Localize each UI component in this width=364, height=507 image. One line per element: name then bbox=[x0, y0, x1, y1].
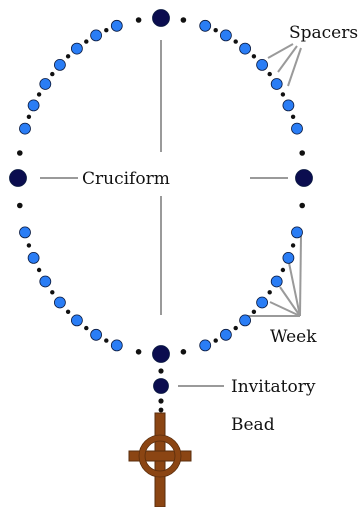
spacer-bead bbox=[291, 115, 295, 119]
week-bead bbox=[91, 329, 102, 340]
label-invitatory-bead: Bead bbox=[231, 415, 275, 435]
spacer-bead bbox=[234, 326, 238, 330]
week-bead bbox=[283, 252, 294, 263]
spacer-bead bbox=[299, 203, 305, 209]
spacer-bead bbox=[50, 72, 54, 76]
week-bead bbox=[292, 123, 303, 134]
spacer-bead bbox=[50, 290, 54, 294]
week-bead bbox=[111, 20, 122, 31]
cruciform-bead bbox=[296, 170, 313, 187]
spacer-bead bbox=[181, 17, 187, 23]
spacer-bead bbox=[181, 349, 187, 355]
cruciform-bead bbox=[153, 10, 170, 27]
spacer-bead bbox=[158, 398, 163, 403]
spacer-bead bbox=[66, 310, 70, 314]
spacer-bead bbox=[136, 349, 142, 355]
week-bead bbox=[71, 315, 82, 326]
week-bead bbox=[283, 100, 294, 111]
week-bead bbox=[200, 20, 211, 31]
week-bead bbox=[220, 30, 231, 41]
spacer-bead bbox=[291, 243, 295, 247]
week-bead bbox=[200, 340, 211, 351]
week-bead bbox=[257, 297, 268, 308]
week-bead bbox=[28, 100, 39, 111]
week-bead bbox=[71, 43, 82, 54]
spacer-bead bbox=[268, 72, 272, 76]
week-bead bbox=[20, 227, 31, 238]
spacer-bead bbox=[136, 17, 142, 23]
spacer-bead bbox=[27, 243, 31, 247]
leader-line-spacer-3 bbox=[288, 48, 301, 86]
week-bead bbox=[271, 79, 282, 90]
week-bead bbox=[28, 252, 39, 263]
spacer-bead bbox=[159, 408, 164, 413]
spacer-bead bbox=[268, 290, 272, 294]
label-spacers: Spacers bbox=[289, 23, 358, 43]
week-bead bbox=[257, 59, 268, 70]
spacer-bead bbox=[66, 54, 70, 58]
spacer-bead bbox=[37, 92, 41, 96]
spacer-bead bbox=[214, 338, 218, 342]
spacer-bead bbox=[234, 39, 238, 43]
week-bead bbox=[240, 43, 251, 54]
spacer-bead bbox=[84, 39, 88, 43]
spacer-bead bbox=[84, 326, 88, 330]
week-bead bbox=[111, 340, 122, 351]
invitatory-bead bbox=[154, 379, 169, 394]
week-bead bbox=[91, 30, 102, 41]
leader-lines bbox=[40, 40, 301, 386]
cruciform-bead bbox=[153, 346, 170, 363]
spacer-bead bbox=[27, 115, 31, 119]
week-bead bbox=[220, 329, 231, 340]
cross-beam bbox=[129, 451, 191, 461]
spacer-bead bbox=[281, 92, 285, 96]
week-bead bbox=[40, 79, 51, 90]
week-bead bbox=[40, 276, 51, 287]
spacer-bead bbox=[104, 28, 108, 32]
week-bead bbox=[20, 123, 31, 134]
spacer-bead bbox=[37, 268, 41, 272]
cruciform-bead bbox=[10, 170, 27, 187]
week-bead bbox=[54, 59, 65, 70]
spacer-bead bbox=[104, 338, 108, 342]
spacer-bead bbox=[17, 150, 23, 156]
spacer-bead bbox=[17, 203, 23, 209]
week-bead bbox=[240, 315, 251, 326]
spacer-bead bbox=[281, 268, 285, 272]
spacer-bead bbox=[252, 54, 256, 58]
spacer-bead bbox=[252, 310, 256, 314]
week-bead bbox=[292, 227, 303, 238]
spacer-bead bbox=[299, 150, 305, 156]
spacer-bead bbox=[158, 368, 163, 373]
label-invitatory: Invitatory bbox=[231, 377, 316, 397]
spacer-bead bbox=[214, 28, 218, 32]
label-cruciform: Cruciform bbox=[82, 169, 170, 189]
cross-icon bbox=[129, 413, 191, 507]
week-bead bbox=[54, 297, 65, 308]
week-bead bbox=[271, 276, 282, 287]
leader-line-week-1 bbox=[300, 236, 301, 316]
label-week: Week bbox=[270, 327, 317, 347]
